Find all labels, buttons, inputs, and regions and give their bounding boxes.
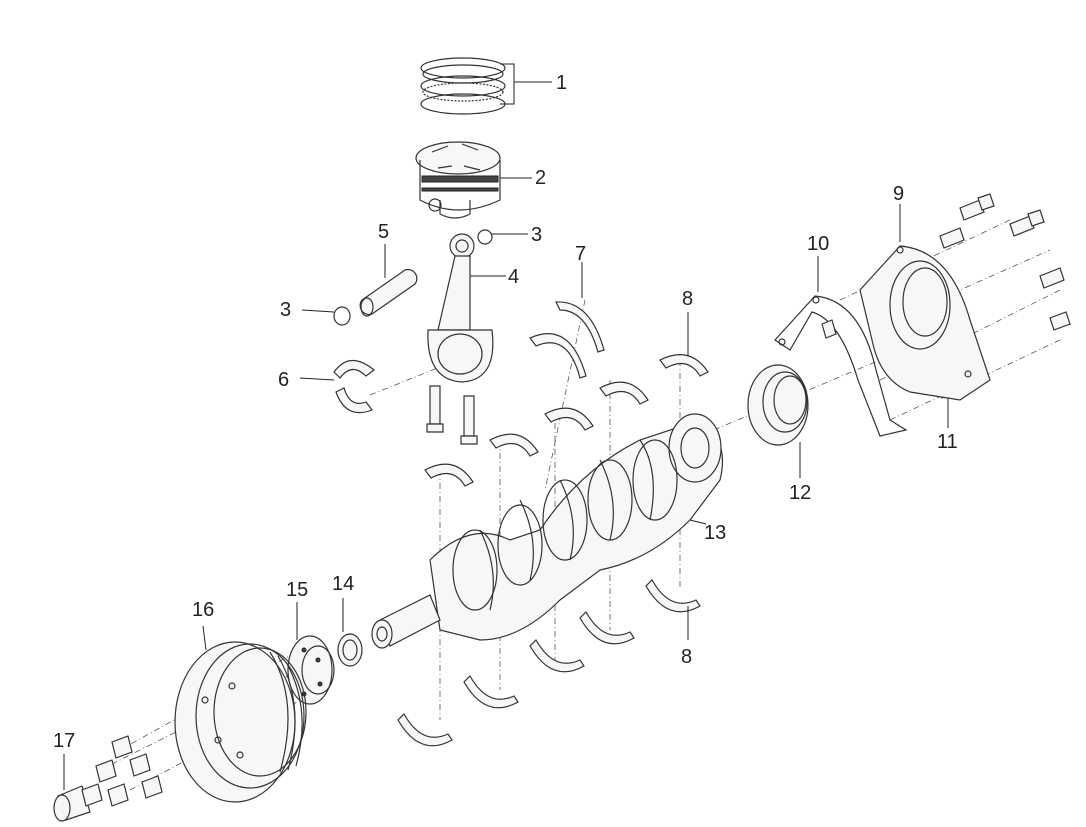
main-bearings-lower: [397, 579, 701, 747]
callout-labels: 1 2 3 3 4 5 6 7 8 8 9 10 11 12 13 14 15 …: [53, 72, 958, 752]
callout-5: 5: [378, 221, 389, 243]
rear-oil-seal: [747, 364, 809, 478]
snap-ring-upper: [477, 229, 528, 245]
pulley-bolts: [53, 735, 163, 822]
callout-8-lower: 8: [681, 646, 692, 668]
crank-hub: [287, 602, 335, 705]
snap-ring-lower: [301, 306, 351, 326]
callout-3-lower: 3: [280, 299, 291, 321]
callout-9: 9: [893, 183, 904, 205]
callout-1: 1: [556, 72, 567, 94]
connecting-rod: [427, 233, 506, 383]
callout-17: 17: [53, 730, 75, 752]
callout-15: 15: [286, 579, 308, 601]
seal-housing-gasket: [774, 256, 908, 437]
crank-pulley: [174, 625, 307, 803]
callout-14: 14: [332, 573, 354, 595]
callout-6: 6: [278, 369, 289, 391]
callout-12: 12: [789, 482, 811, 504]
callout-7: 7: [575, 243, 586, 265]
callout-16: 16: [192, 599, 214, 621]
thrust-bearing: [529, 262, 605, 379]
rear-seal-housing: [859, 204, 991, 401]
callout-4: 4: [508, 266, 519, 288]
crank-sprocket-ring: [337, 598, 363, 667]
piston-pin: [359, 244, 418, 317]
housing-bolts: [939, 193, 1071, 331]
piston: [415, 141, 532, 219]
crankshaft: [371, 413, 724, 649]
callout-10: 10: [807, 233, 829, 255]
piston-rings: [420, 57, 552, 115]
callout-2: 2: [535, 167, 546, 189]
callout-11: 11: [937, 431, 958, 453]
callout-3-upper: 3: [531, 224, 542, 246]
callout-8-upper: 8: [682, 288, 693, 310]
rod-bearing-shells: [299, 359, 375, 414]
callout-13: 13: [704, 522, 726, 544]
main-bearings-upper: [424, 312, 709, 487]
rod-bolts: [426, 385, 478, 445]
